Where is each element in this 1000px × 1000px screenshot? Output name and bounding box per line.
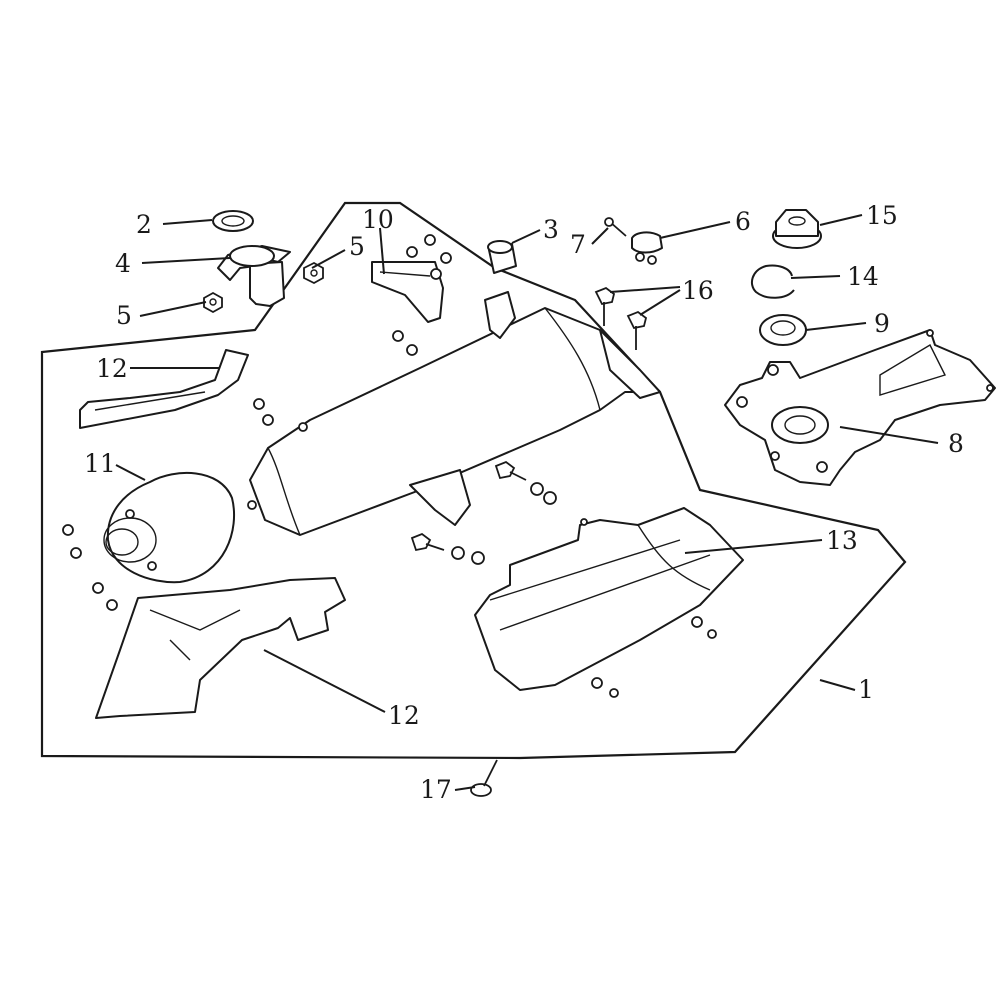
part-8-swing-arm-bracket	[724, 329, 996, 486]
callout-1: 1	[858, 675, 874, 704]
callout-10: 10	[362, 205, 394, 234]
small-hardware-left	[62, 398, 274, 611]
part-14-circlip	[750, 264, 795, 299]
callout-11: 11	[84, 449, 116, 478]
leader-lines	[115, 214, 939, 791]
part-3-sleeve	[487, 240, 517, 274]
callout-8: 8	[948, 429, 964, 458]
part-10-bracket	[371, 261, 444, 323]
callout-9: 9	[874, 309, 890, 338]
small-hardware-right	[591, 616, 717, 698]
part-11-end-cap	[103, 472, 236, 584]
part-9-bearing	[759, 314, 807, 346]
callout-12b: 12	[388, 701, 420, 730]
part-13-muffler-cover	[474, 507, 744, 691]
callout-5a: 5	[349, 232, 365, 261]
part-16-bolts	[594, 286, 648, 350]
part-17-bolt	[470, 759, 498, 797]
callout-13: 13	[826, 526, 858, 555]
small-hardware-middle	[410, 460, 557, 565]
part-2-gasket	[212, 210, 254, 232]
callout-6: 6	[735, 207, 751, 236]
callout-14: 14	[847, 262, 879, 291]
small-hardware-upper	[392, 234, 452, 356]
callout-15: 15	[866, 201, 898, 230]
callout-16: 16	[682, 276, 714, 305]
callout-3: 3	[543, 215, 559, 244]
part-5-nut-a	[303, 261, 324, 285]
callout-2: 2	[136, 210, 152, 239]
callout-17: 17	[420, 775, 452, 804]
callout-4: 4	[115, 249, 131, 278]
muffler-body	[247, 291, 661, 536]
part-4-flange	[217, 245, 291, 307]
part-12-lower-shield	[95, 577, 346, 719]
callout-labels: 1 2 3 4 5 5 6 7 8 9 10 11 12 12 13 14 15…	[84, 201, 964, 804]
callout-12a: 12	[96, 354, 128, 383]
callout-5b: 5	[116, 301, 132, 330]
part-7-bolt	[604, 217, 627, 237]
assembly-boundary	[40, 201, 907, 760]
part-12-upper-shield	[79, 349, 249, 429]
callout-7: 7	[570, 230, 586, 259]
part-6-clamp	[631, 231, 663, 265]
part-5-nut-b	[203, 291, 223, 314]
part-15-flange-nut	[772, 209, 822, 249]
